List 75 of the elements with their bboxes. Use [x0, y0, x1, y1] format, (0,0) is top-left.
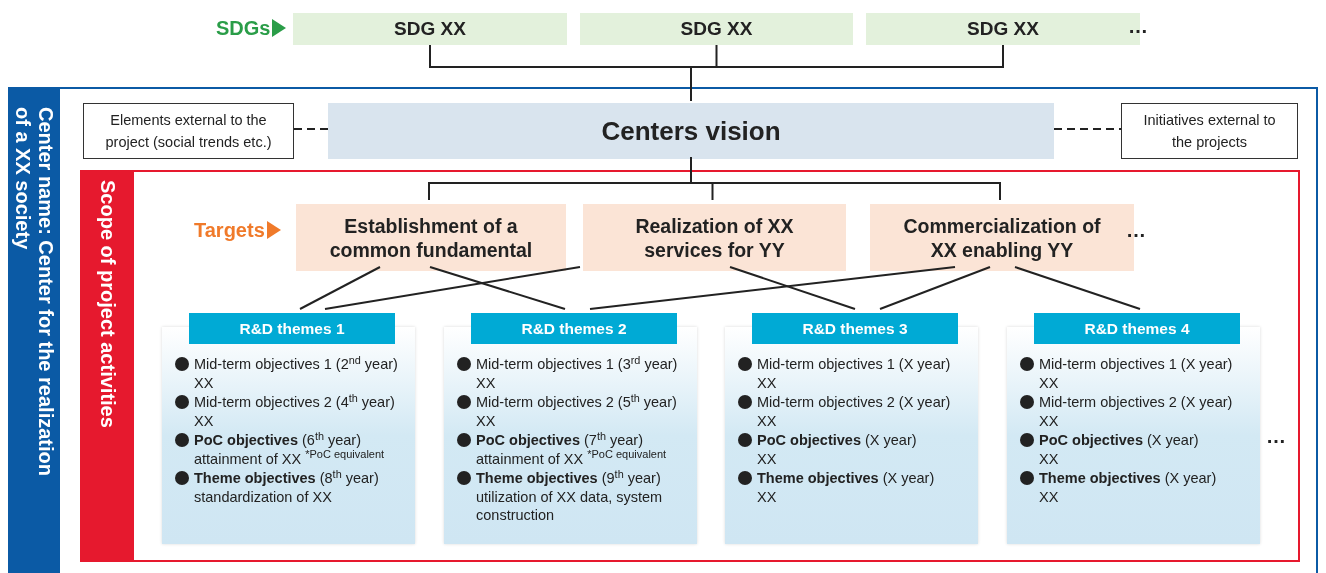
- theme-card: [1007, 313, 1260, 544]
- objective-title: Theme objectives (X year): [1039, 469, 1217, 488]
- ellipsis-text: …: [1266, 425, 1286, 447]
- ellipsis-text: …: [1126, 219, 1146, 241]
- objective-detail: XX: [476, 373, 497, 392]
- objective-detail: XX: [1039, 373, 1060, 392]
- objective-title: Mid-term objectives 1 (2$^{nd}$ year): [194, 355, 398, 374]
- objective-detail: XX: [757, 487, 778, 506]
- scope-heading: Scope of project activities: [95, 180, 119, 428]
- theme-header: R&D themes 4: [1034, 313, 1240, 344]
- vision-box: [328, 103, 1054, 159]
- objective-title: Mid-term objectives 1 (X year): [757, 355, 951, 374]
- theme-header: R&D themes 1: [189, 313, 395, 344]
- target-box: [583, 204, 846, 271]
- objective-title: Mid-term objectives 2 (5$^{th}$ year): [476, 393, 677, 412]
- objective-title: Theme objectives (9$^{th}$ year): [476, 469, 662, 488]
- objective-title: PoC objectives (7$^{th}$ year): [476, 431, 644, 450]
- sdg-text: SDG XX: [394, 16, 466, 41]
- sdg-text: SDG XX: [967, 16, 1039, 41]
- objective-detail: XX: [757, 373, 778, 392]
- external-note-box: [1121, 103, 1298, 159]
- dashed-connector: [1053, 128, 1122, 130]
- objective-detail: attainment of XX $^{*PoC equivalent}$: [194, 449, 385, 468]
- targets-label: Targets: [194, 218, 265, 242]
- objective-detail: XX: [194, 373, 215, 392]
- objective-title: PoC objectives (6$^{th}$ year): [194, 431, 362, 450]
- objective-detail: XX: [757, 411, 778, 430]
- ellipsis-text: …: [1128, 15, 1148, 37]
- objective-title: Mid-term objectives 1 (X year): [1039, 355, 1233, 374]
- objective-detail: attainment of XX $^{*PoC equivalent}$: [476, 449, 667, 468]
- objective-title: PoC objectives (X year): [1039, 431, 1199, 450]
- connector-line: [879, 266, 991, 310]
- connector-line: [729, 266, 856, 310]
- objective-title: Mid-term objectives 2 (X year): [757, 393, 951, 412]
- connector-line: [1014, 266, 1141, 310]
- sdg-box: [580, 13, 853, 45]
- scope-frame: [80, 170, 1300, 562]
- objective-detail: XX: [757, 449, 778, 468]
- theme-card: [725, 313, 978, 544]
- target-box: [296, 204, 566, 271]
- objective-title: Theme objectives (X year): [757, 469, 935, 488]
- center-frame: [8, 87, 1318, 573]
- theme-card: [444, 313, 697, 544]
- objective-detail: XX: [194, 411, 215, 430]
- objective-title: Theme objectives (8$^{th}$ year): [194, 469, 379, 488]
- target-text: Commercialization of XX enabling YY: [902, 213, 1102, 262]
- external-note-box: [83, 103, 294, 159]
- connector-line: [690, 44, 1004, 102]
- objective-title: Mid-term objectives 2 (4$^{th}$ year): [194, 393, 395, 412]
- theme-header: R&D themes 3: [752, 313, 958, 344]
- note-text: Elements external to the project (social trends etc.): [104, 111, 273, 152]
- objective-detail: XX: [1039, 411, 1060, 430]
- connector-line: [299, 266, 381, 310]
- connector-line: [324, 266, 581, 310]
- dashed-connector: [293, 128, 329, 130]
- theme-header: R&D themes 2: [471, 313, 677, 344]
- objective-title: PoC objectives (X year): [757, 431, 917, 450]
- note-text: Initiatives external to the projects: [1142, 111, 1277, 152]
- sdgs-label: SDGs: [216, 16, 271, 40]
- objective-detail: utilization of XX data, system construction: [476, 487, 664, 525]
- sdg-box: [293, 13, 567, 45]
- objective-detail: standardization of XX: [194, 487, 333, 506]
- objective-title: Mid-term objectives 1 (3$^{rd}$ year): [476, 355, 678, 374]
- vision-text: Centers vision: [601, 114, 781, 148]
- target-text: Realization of XX services for YY: [634, 213, 795, 262]
- connector-line: [589, 266, 956, 310]
- target-text: Establishment of a common fundamental: [328, 213, 534, 262]
- connector-line: [429, 266, 566, 310]
- objective-detail: XX: [476, 411, 497, 430]
- theme-card: [162, 313, 415, 544]
- objective-title: Mid-term objectives 2 (X year): [1039, 393, 1233, 412]
- center-name-heading: Center name: Center for the realization of a XX society: [11, 107, 57, 478]
- sdg-text: SDG XX: [680, 16, 753, 41]
- objective-detail: XX: [1039, 449, 1060, 468]
- objective-detail: XX: [1039, 487, 1060, 506]
